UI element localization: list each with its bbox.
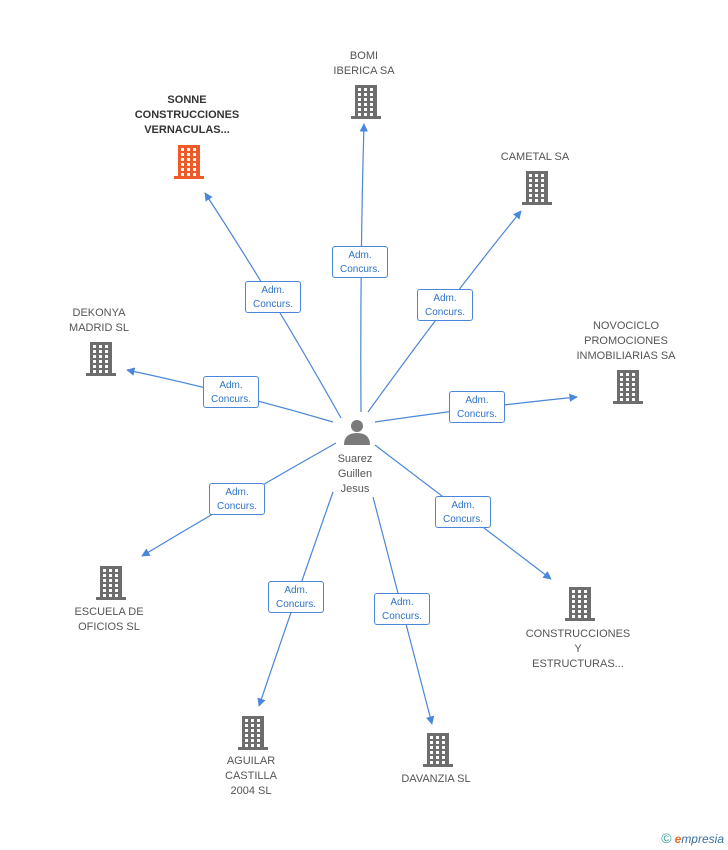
building-icon-sonne[interactable] — [174, 145, 204, 179]
company-label-construcciones[interactable]: CONSTRUCCIONES Y ESTRUCTURAS... — [526, 627, 631, 672]
company-label-bomi-line: BOMI — [349, 50, 379, 62]
edge-label-text: Adm. — [225, 487, 249, 498]
edge-label-text: Adm. — [261, 285, 285, 296]
company-label-aguilar-line: 2004 SL — [230, 785, 272, 797]
company-label-bomi-line: IBERICA SA — [333, 65, 395, 77]
company-label-cametal-line: CAMETAL SA — [500, 151, 570, 163]
edge-label-text: Adm. — [451, 500, 475, 511]
edge-label-text: Adm. — [219, 380, 243, 391]
edge-label-dekonya[interactable]: Adm. Concurs. — [203, 376, 259, 408]
edge-label-text: Adm. — [284, 585, 308, 596]
company-label-dekonya[interactable]: DEKONYA MADRID SL — [69, 306, 129, 336]
brand-logo-text: mpresia — [681, 832, 724, 846]
company-label-sonne-line: SONNE — [167, 94, 207, 106]
copyright-icon: © — [661, 830, 672, 846]
company-label-aguilar-line: CASTILLA — [225, 770, 277, 782]
edge-label-text: Concurs. — [339, 264, 380, 275]
company-label-sonne-line: VERNACULAS... — [144, 124, 230, 136]
edge-label-text: Concurs. — [456, 409, 497, 420]
edge-label-cametal[interactable]: Adm. Concurs. — [417, 289, 473, 321]
edge-label-text: Concurs. — [275, 599, 316, 610]
company-label-construcciones-line: ESTRUCTURAS... — [532, 658, 624, 670]
building-icon-novociclo[interactable] — [613, 370, 643, 404]
company-label-construcciones-line: Y — [574, 643, 582, 655]
company-label-escuela[interactable]: ESCUELA DE OFICIOS SL — [74, 605, 143, 635]
edge-label-sonne[interactable]: Adm. Concurs. — [245, 281, 301, 313]
edge-label-davanzia[interactable]: Adm. Concurs. — [374, 593, 430, 625]
person-label-line: Guillen — [337, 468, 373, 480]
edge-label-aguilar[interactable]: Adm. Concurs. — [268, 581, 324, 613]
company-label-novociclo[interactable]: NOVOCICLO PROMOCIONES INMOBILIARIAS SA — [576, 319, 675, 364]
company-label-davanzia-line: DAVANZIA SL — [401, 773, 471, 785]
person-label-line: Suarez — [337, 453, 373, 465]
footer-brand[interactable]: ©empresia — [661, 830, 724, 846]
edge-label-text: Concurs. — [210, 394, 251, 405]
edge-label-construcciones[interactable]: Adm. Concurs. — [435, 496, 491, 528]
company-label-davanzia[interactable]: DAVANZIA SL — [401, 772, 470, 787]
edge-label-text: Concurs. — [216, 501, 257, 512]
edge-label-text: Adm. — [465, 395, 489, 406]
company-label-sonne[interactable]: SONNE CONSTRUCCIONES VERNACULAS... — [135, 93, 240, 138]
company-label-construcciones-line: CONSTRUCCIONES — [525, 628, 631, 640]
edge-label-escuela[interactable]: Adm. Concurs. — [209, 483, 265, 515]
company-label-novociclo-line: NOVOCICLO — [592, 320, 659, 332]
building-icon-construcciones[interactable] — [565, 587, 595, 621]
company-label-escuela-line: ESCUELA DE — [74, 606, 144, 618]
company-label-dekonya-line: DEKONYA — [72, 307, 126, 319]
building-icon-escuela[interactable] — [96, 566, 126, 600]
edge-label-text: Adm. — [348, 250, 372, 261]
edge-label-text: Adm. — [433, 293, 457, 304]
building-icon-bomi[interactable] — [351, 85, 381, 119]
company-label-sonne-line: CONSTRUCCIONES — [134, 109, 240, 121]
edge-label-text: Concurs. — [442, 514, 483, 525]
building-icon-davanzia[interactable] — [423, 733, 453, 767]
edge-label-text: Concurs. — [381, 611, 422, 622]
company-label-bomi[interactable]: BOMI IBERICA SA — [333, 49, 394, 79]
edge-label-bomi[interactable]: Adm. Concurs. — [332, 246, 388, 278]
company-label-escuela-line: OFICIOS SL — [78, 621, 140, 633]
edge-label-text: Concurs. — [424, 307, 465, 318]
building-icon-aguilar[interactable] — [238, 716, 268, 750]
company-label-novociclo-line: PROMOCIONES — [584, 335, 668, 347]
building-icon-dekonya[interactable] — [86, 342, 116, 376]
edge-label-text: Concurs. — [252, 299, 293, 310]
edge-label-text: Adm. — [390, 597, 414, 608]
company-label-cametal[interactable]: CAMETAL SA — [501, 150, 569, 165]
edge-label-novociclo[interactable]: Adm. Concurs. — [449, 391, 505, 423]
brand-logo-e: e — [674, 832, 682, 846]
company-label-aguilar[interactable]: AGUILAR CASTILLA 2004 SL — [225, 754, 277, 799]
company-label-dekonya-line: MADRID SL — [69, 322, 129, 334]
building-icon-cametal[interactable] — [522, 171, 552, 205]
company-label-novociclo-line: INMOBILIARIAS SA — [576, 350, 676, 362]
person-label-line: Jesus — [340, 483, 370, 495]
person-icon[interactable] — [344, 420, 370, 445]
company-label-aguilar-line: AGUILAR — [226, 755, 276, 767]
